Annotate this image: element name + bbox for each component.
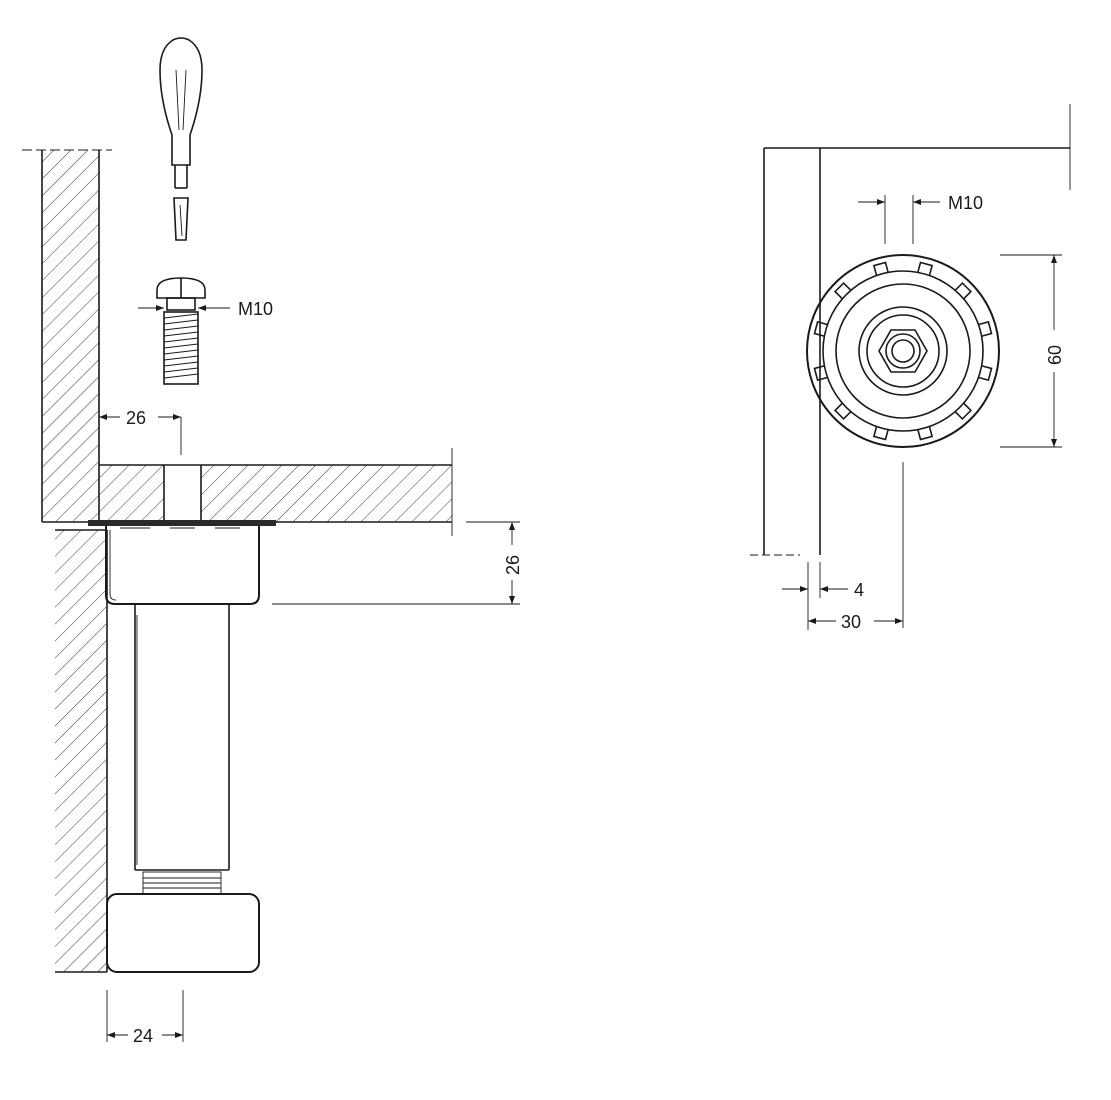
screw-thread-label: M10 [238, 299, 273, 319]
ring-notch [917, 261, 934, 276]
wall-offset-dimension: 26 [99, 408, 182, 455]
ring-notches [813, 261, 993, 441]
ring-notch [833, 402, 852, 421]
upper-wall-panel [22, 149, 112, 522]
center-offset-dimension: 30 [808, 462, 904, 632]
side-view: M10 26 26 24 [22, 37, 523, 1046]
ring-notch [954, 281, 973, 300]
leg-width-dimension: 24 [106, 990, 184, 1046]
edge-offset-dimension: 4 [782, 562, 864, 630]
cup-ring [806, 254, 1000, 448]
leg-tube [134, 604, 230, 871]
ring-notch [872, 261, 889, 276]
ring-notch [917, 426, 934, 441]
screw-thread-dimension: M10 [138, 299, 273, 319]
center-offset-label: 30 [841, 612, 861, 632]
ring-notch [872, 426, 889, 441]
ring-notch [954, 402, 973, 421]
hex-nut-icon [878, 329, 928, 373]
diameter-label: 60 [1045, 345, 1065, 365]
wall-offset-label: 26 [126, 408, 146, 428]
ring-notch [978, 365, 993, 382]
adjustment-thread [142, 871, 222, 895]
bottom-view: M10 60 4 30 [750, 104, 1071, 632]
leg-width-label: 24 [133, 1026, 153, 1046]
ring-notch [813, 365, 828, 382]
ring-notch [833, 281, 852, 300]
ring-notch [978, 320, 993, 337]
bolt-thread-dimension: M10 [858, 193, 983, 244]
screw-icon [156, 277, 206, 385]
diameter-dimension: 60 [1000, 254, 1065, 448]
bolt-thread-label: M10 [948, 193, 983, 213]
screwdriver-icon [159, 37, 203, 241]
lower-plinth-wall [55, 529, 108, 973]
panel-outline [750, 104, 1071, 556]
ring-notch [813, 320, 828, 337]
cup-depth-label: 26 [503, 555, 523, 575]
mounting-cup [88, 520, 276, 605]
leg-foot [106, 893, 260, 973]
edge-offset-label: 4 [854, 580, 864, 600]
cup-depth-dimension: 26 [272, 521, 523, 605]
